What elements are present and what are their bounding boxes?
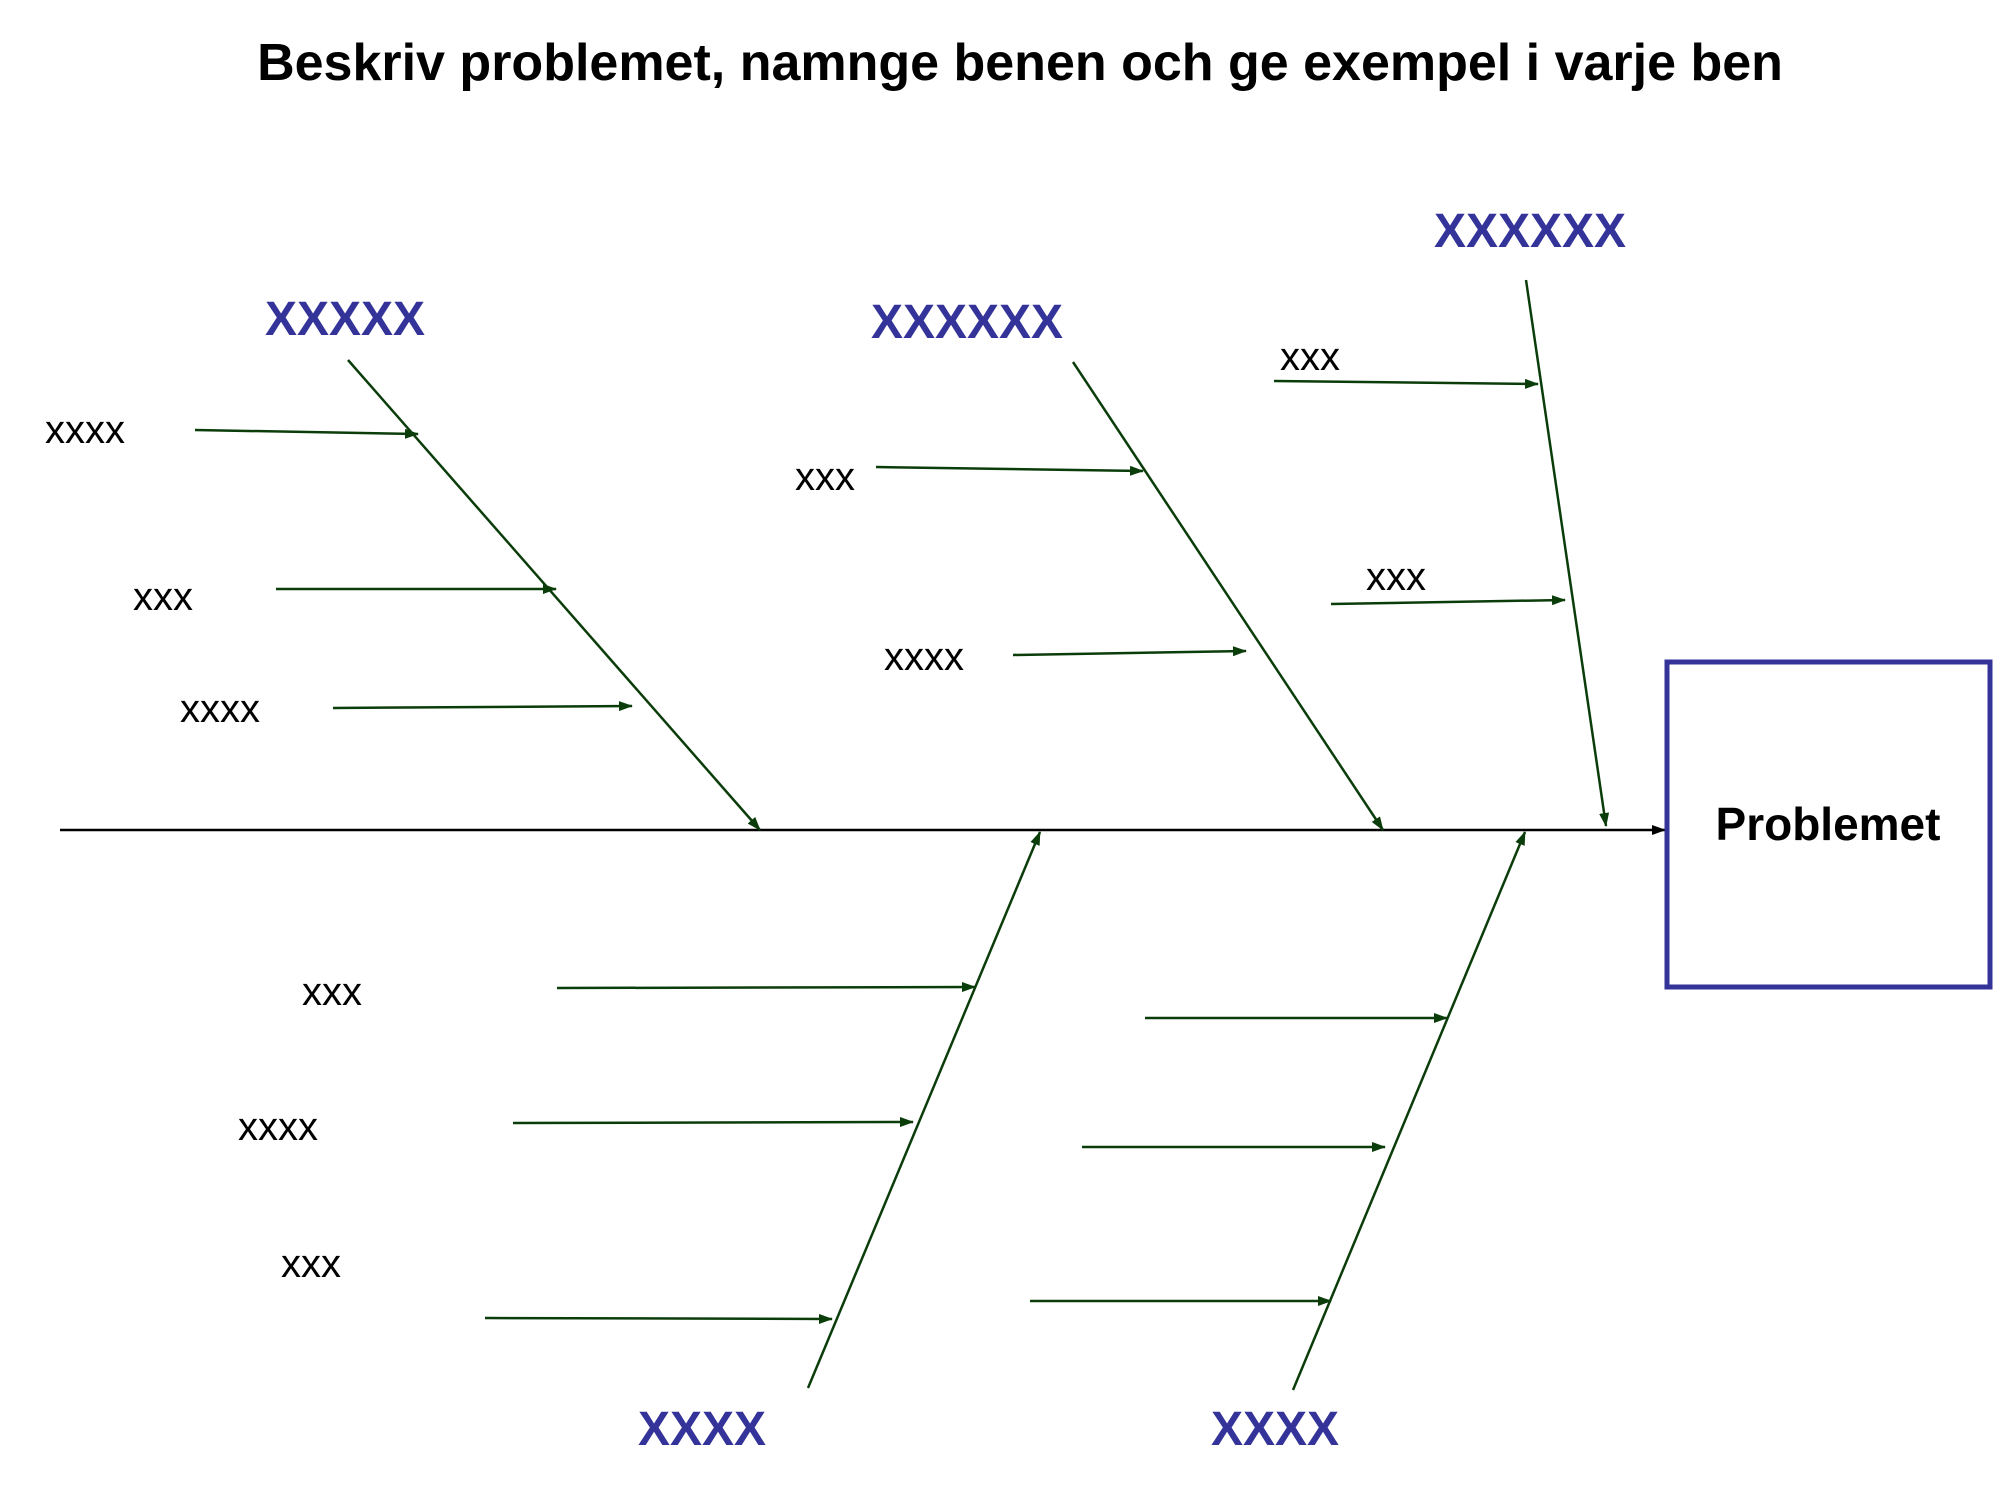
bone-2: XXXXXX xxx xxxx <box>795 296 1385 831</box>
bone-1-label: XXXXX <box>265 293 425 346</box>
bone-4-cause-2: xxxx <box>238 1105 318 1149</box>
bone-4-line <box>806 831 1042 1389</box>
bone-2-cause-1-arrow <box>875 465 1144 476</box>
bone-2-line <box>1071 361 1385 831</box>
bone-1-cause-1-arrow <box>194 428 419 439</box>
bone-1: XXXXX xxxx xxx xxxx <box>45 293 761 831</box>
bone-2-cause-2: xxxx <box>884 635 964 679</box>
bone-2-cause-1: xxx <box>795 455 855 499</box>
bone-4: XXXX xxx xxxx xxx <box>238 831 1042 1456</box>
bone-5: XXXX <box>1030 831 1527 1456</box>
bone-3-line <box>1524 279 1610 827</box>
bone-3: XXXXXX xxx xxx <box>1273 205 1626 827</box>
bone-3-cause-2: xxx <box>1366 555 1426 599</box>
bone-1-line <box>347 359 761 831</box>
bone-3-cause-1: xxx <box>1280 335 1340 379</box>
bone-4-cause-3: xxx <box>281 1242 341 1286</box>
bone-1-cause-2: xxx <box>133 575 193 619</box>
bone-5-line <box>1291 831 1527 1391</box>
bone-4-cause-1: xxx <box>302 970 362 1014</box>
bone-4-label: XXXX <box>638 1403 766 1456</box>
bone-1-cause-1: xxxx <box>45 408 125 452</box>
bone-2-cause-2-arrow <box>1012 646 1247 657</box>
effect-label: Problemet <box>1716 798 1941 850</box>
bone-2-label: XXXXXX <box>871 296 1063 349</box>
bone-5-label: XXXX <box>1211 1403 1339 1456</box>
bone-3-label: XXXXXX <box>1434 205 1626 258</box>
bone-4-cause-3-arrow <box>484 1313 833 1324</box>
bone-4-cause-2-arrow <box>512 1117 914 1128</box>
bone-4-cause-1-arrow <box>556 982 976 993</box>
bone-1-cause-3: xxxx <box>180 687 260 731</box>
effect-box <box>1664 659 1993 990</box>
bone-3-cause-2-arrow <box>1330 595 1566 606</box>
page-title: Beskriv problemet, namnge benen och ge e… <box>257 34 1783 92</box>
bone-3-cause-1-arrow <box>1273 378 1539 389</box>
bone-1-cause-3-arrow <box>332 701 633 712</box>
